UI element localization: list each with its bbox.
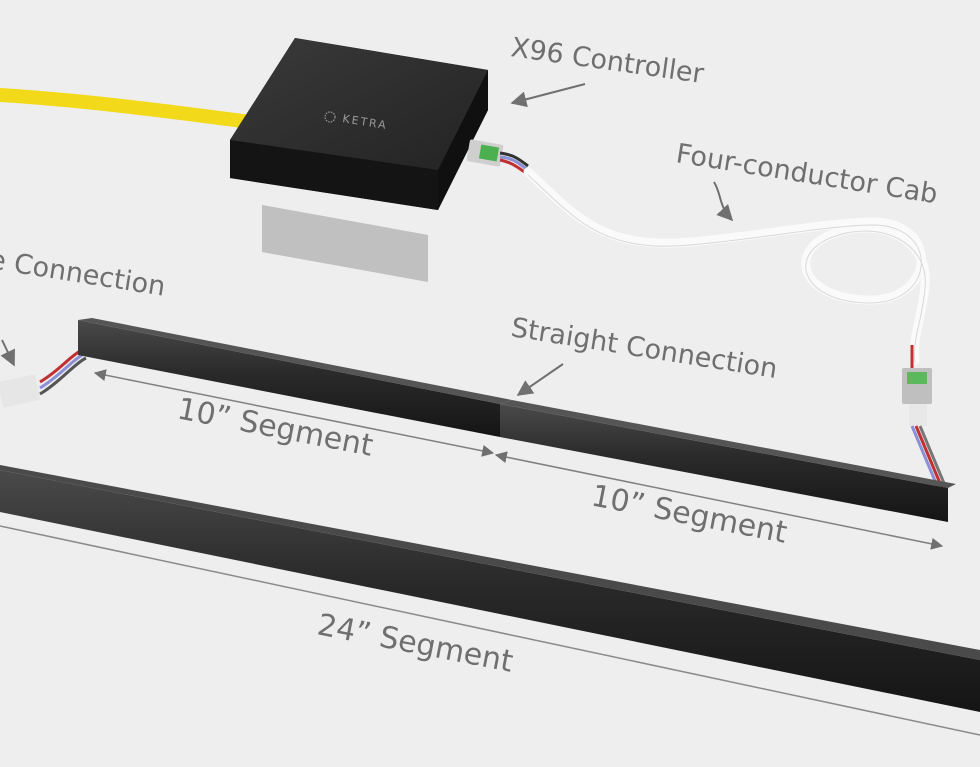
left-connector [0, 348, 87, 408]
right-connector [902, 345, 948, 489]
label-four-conductor-cable: Four-conductor Cab [674, 138, 940, 210]
sunburst-logo-icon [324, 111, 336, 123]
label-corner-connection: e Connection [0, 244, 168, 302]
four-conductor-cable [523, 167, 930, 365]
label-10-segment-right: 10” Segment [588, 478, 790, 550]
dimension-line-24 [0, 525, 980, 736]
dimension-arrow-10-right [494, 451, 944, 550]
segment-24 [0, 465, 980, 712]
dimension-arrow-10-left [93, 369, 495, 457]
callout-arrow-corner [0, 339, 15, 367]
callout-arrow-controller [510, 83, 586, 108]
controller-box [230, 38, 488, 210]
callout-arrow-cable [713, 181, 734, 222]
controller-terminal-block [466, 139, 504, 167]
power-cable [0, 88, 257, 129]
label-24-segment: 24” Segment [314, 607, 516, 679]
label-x96-controller: X96 Controller [509, 32, 707, 90]
callout-arrow-straight [516, 363, 564, 396]
controller-mount-base [262, 205, 428, 282]
